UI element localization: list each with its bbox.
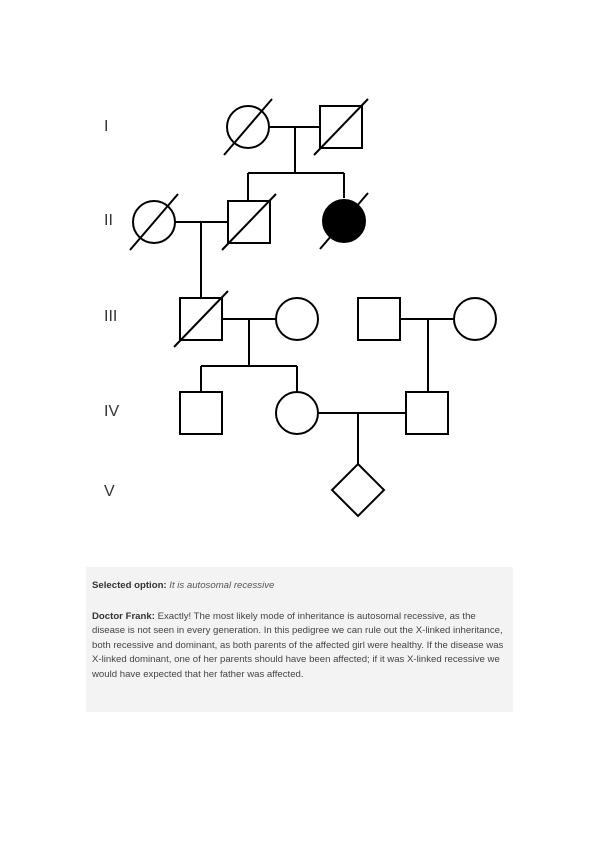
individual-iii-1 <box>173 290 229 348</box>
individual-ii-2 <box>221 193 277 251</box>
individual-iv-1 <box>179 391 223 435</box>
generation-label-iv: IV <box>104 403 119 420</box>
individual-i-2 <box>313 98 369 156</box>
generation-label-ii: II <box>104 212 113 229</box>
individual-iii-3 <box>357 297 401 341</box>
individual-iv-2 <box>275 391 319 435</box>
individual-v-1 <box>330 462 386 518</box>
doctor-feedback: Doctor Frank: Exactly! The most likely m… <box>92 610 505 683</box>
individual-ii-3 <box>319 192 369 250</box>
pedigree-lines <box>175 126 455 464</box>
selected-option-label: Selected option: <box>92 580 167 591</box>
generation-label-iii: III <box>104 308 117 325</box>
generation-label-v: V <box>104 483 115 500</box>
deceased-mark <box>129 193 179 251</box>
selected-option-value: It is autosomal recessive <box>169 580 275 591</box>
deceased-mark <box>319 192 369 250</box>
generation-label-i: I <box>104 118 108 135</box>
deceased-mark <box>221 193 277 251</box>
individual-iii-4 <box>453 297 497 341</box>
individual-iii-2 <box>275 297 319 341</box>
deceased-mark <box>223 98 273 156</box>
selected-option-line: Selected option: It is autosomal recessi… <box>92 579 505 594</box>
individual-i-1 <box>223 98 273 156</box>
individual-iv-3 <box>405 391 449 435</box>
speaker-name: Doctor Frank: <box>92 610 155 622</box>
feedback-panel: Selected option: It is autosomal recessi… <box>86 567 513 712</box>
feedback-text: Exactly! The most likely mode of inherit… <box>92 610 504 680</box>
individual-ii-1 <box>129 193 179 251</box>
deceased-mark <box>313 98 369 156</box>
pedigree-chart: I II III IV V <box>104 98 497 518</box>
deceased-mark <box>173 290 229 348</box>
